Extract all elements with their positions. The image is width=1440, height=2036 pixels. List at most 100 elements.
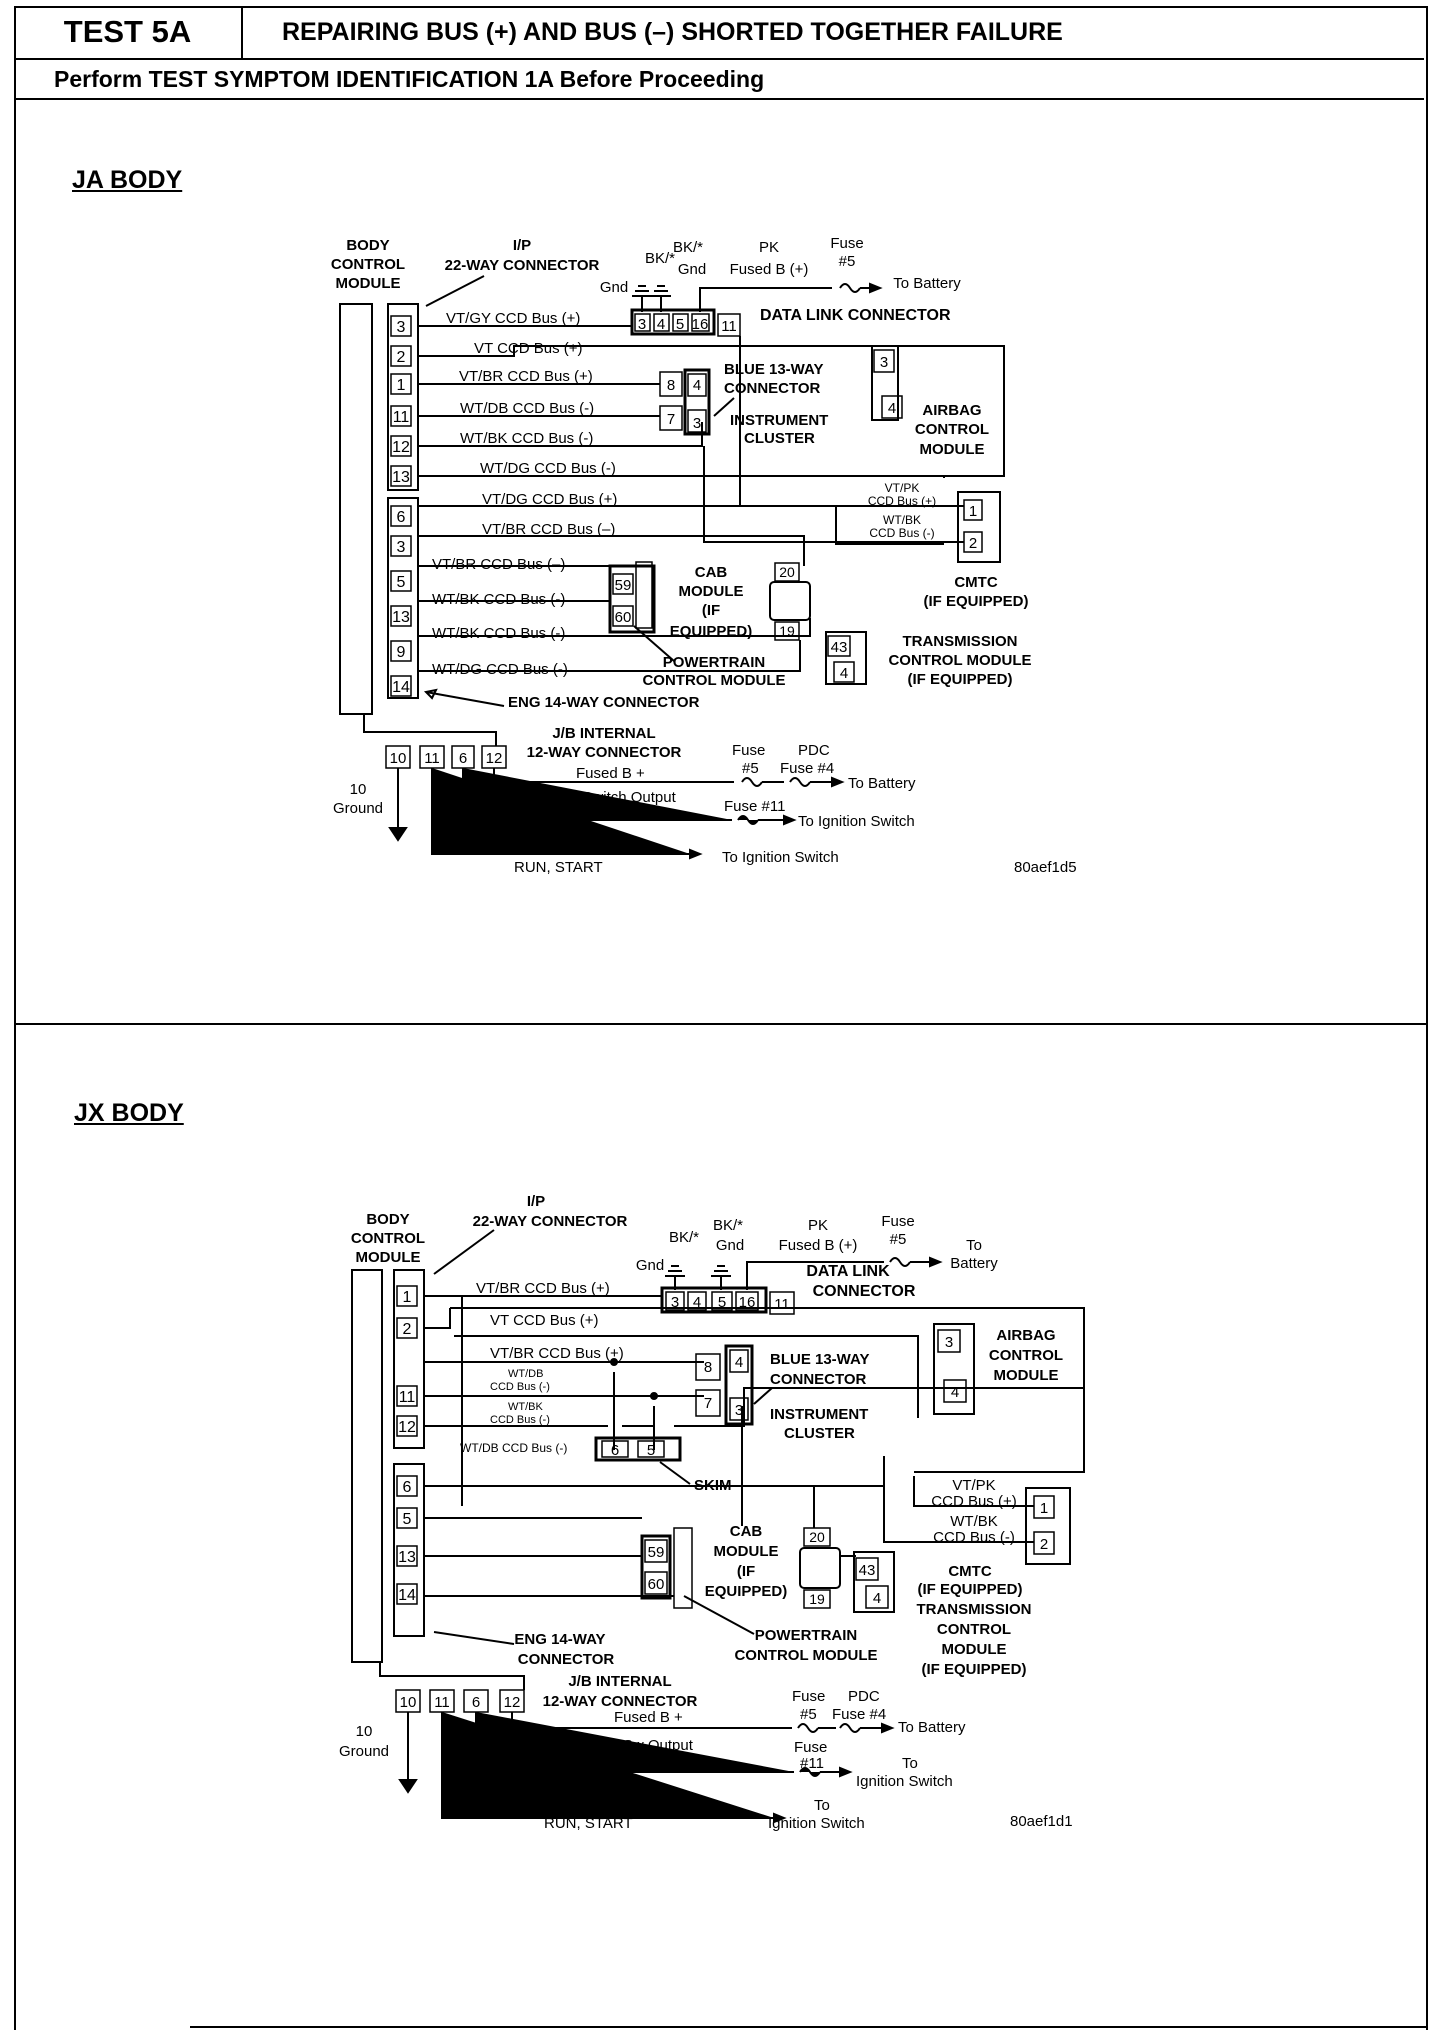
jx-ip-connector-bottom <box>393 1463 425 1637</box>
ja-airbag-pin: 4 <box>888 400 896 417</box>
ja-pcm-pointer <box>633 625 675 662</box>
ja-ign-output: RUN, START <box>514 859 603 876</box>
ja-fused-ign: Fused Ignition Switch Output <box>484 789 677 806</box>
ja-wire-label: WT/DG CCD Bus (-) <box>432 661 568 678</box>
jx-to-battery: To <box>966 1237 982 1254</box>
ja-to-ign: To Ignition Switch <box>722 849 839 866</box>
ja-blue-label: BLUE 13-WAY <box>724 361 823 378</box>
ja-cmtc-wire: WT/BK <box>883 513 921 527</box>
page-subtitle: Perform TEST SYMPTOM IDENTIFICATION 1A B… <box>54 66 765 92</box>
jx-jb-pin: 10 <box>400 1694 417 1711</box>
ja-wire-label: WT/BK CCD Bus (-) <box>432 591 565 608</box>
ja-blue-pointer <box>713 397 735 417</box>
jx-pcm-pointer <box>683 1595 755 1635</box>
jx-pk-label: Fused B (+) <box>779 1237 858 1254</box>
jx-cab-module <box>799 1547 841 1589</box>
ja-bcm-pin: 6 <box>397 509 406 526</box>
jx-wire-label: CCD Bus (-) <box>490 1414 550 1426</box>
jx-pcm-label: POWERTRAIN <box>755 1627 858 1644</box>
jx-blue-pointer <box>753 1387 773 1405</box>
jx-blue-pin: 8 <box>704 1359 712 1376</box>
jx-tcm-label: TRANSMISSION <box>916 1601 1031 1618</box>
ja-cmtc-pin: 2 <box>969 535 977 552</box>
ja-jb-pin: 11 <box>424 750 440 767</box>
ja-cmtc-label: CMTC <box>954 574 997 591</box>
jx-blue-connector <box>724 1344 754 1426</box>
jx-fuse-pdc: #5 <box>800 1706 817 1723</box>
jx-skim-pointer <box>659 1461 691 1485</box>
ja-cmtc-pin: 1 <box>969 503 977 520</box>
ja-eng-pointer <box>423 688 505 707</box>
ja-pcm-connector <box>608 564 656 634</box>
jx-eng-label: CONNECTOR <box>518 1651 615 1668</box>
ja-gnd-label: Gnd <box>678 261 706 278</box>
jx-bcm-label: BODY <box>366 1211 409 1228</box>
ja-wire-label: WT/BK CCD Bus (-) <box>432 625 565 642</box>
ja-bcm-pin: 13 <box>392 469 410 486</box>
jx-skim-pin: 6 <box>611 1442 619 1459</box>
ja-cmtc-wire: VT/PK <box>885 481 920 495</box>
jx-eng-pointer <box>433 1631 515 1645</box>
ja-ground-label: 10 <box>350 781 367 798</box>
jx-pcm-label: CONTROL MODULE <box>734 1647 877 1664</box>
jx-airbag-module <box>933 1323 975 1415</box>
ja-bcm-label: CONTROL <box>331 256 405 273</box>
ja-tcm <box>825 631 867 685</box>
ja-pcm-label: CONTROL MODULE <box>642 672 785 689</box>
jx-dlc-label: CONNECTOR <box>813 1283 916 1300</box>
jx-bcm-pin: 12 <box>398 1419 416 1436</box>
jx-fused-ign: OFF, RUN, START <box>554 1755 679 1772</box>
ja-cmtc-wire: CCD Bus (+) <box>868 494 936 508</box>
bottom-rule <box>190 2026 1426 2028</box>
jx-cab-pin: 19 <box>809 1591 825 1607</box>
ja-wire-label: VT/BR CCD Bus (+) <box>459 368 593 385</box>
jx-ground-icon <box>711 1265 731 1290</box>
jx-blue-label: BLUE 13-WAY <box>770 1351 869 1368</box>
ja-ip-connector-bottom <box>387 497 419 699</box>
jx-to-battery: Battery <box>950 1255 998 1272</box>
ja-ic-label: CLUSTER <box>744 430 815 447</box>
ja-wire-label: VT/GY CCD Bus (+) <box>446 310 580 327</box>
section-divider <box>14 1023 1426 1025</box>
jx-pk-label: PK <box>808 1217 828 1234</box>
jx-figure-id: 80aef1d1 <box>1010 1813 1073 1830</box>
jx-cab-label: MODULE <box>714 1543 779 1560</box>
ja-tcm-pin: 4 <box>840 665 848 682</box>
jx-wire-label: VT/BR CCD Bus (+) <box>490 1345 624 1362</box>
jx-ic-label: CLUSTER <box>784 1425 855 1442</box>
ja-fuse-11: Fuse #11 <box>724 798 785 815</box>
jx-tcm-label: MODULE <box>942 1641 1007 1658</box>
jx-gnd-label: Gnd <box>636 1257 664 1274</box>
ja-blue-label: CONNECTOR <box>724 380 821 397</box>
jx-to-ign: To <box>814 1797 830 1814</box>
jx-fuse-label: #5 <box>890 1231 907 1248</box>
ja-ic-label: INSTRUMENT <box>730 412 828 429</box>
ja-jb-label: J/B INTERNAL <box>552 725 655 742</box>
ja-wire-label: VT/DG CCD Bus (+) <box>482 491 617 508</box>
ja-cab-label: MODULE <box>679 583 744 600</box>
ja-wire-label: VT CCD Bus (+) <box>474 340 583 357</box>
ja-ip-connector-top <box>387 303 419 491</box>
jx-gnd-label: BK/* <box>669 1229 699 1246</box>
jx-tcm <box>853 1551 895 1613</box>
jx-airbag-label: AIRBAG <box>996 1327 1055 1344</box>
ja-cmtc-label: (IF EQUIPPED) <box>923 593 1028 610</box>
jx-skim-pin: 5 <box>647 1442 655 1459</box>
jx-cmtc-pin: 2 <box>1040 1536 1048 1553</box>
ja-ground-icon <box>651 285 671 312</box>
ja-bcm-pin: 14 <box>392 679 410 696</box>
jx-ip-label: I/P <box>527 1193 545 1210</box>
page-frame <box>14 6 1428 2030</box>
ja-ip-label: I/P <box>513 237 531 254</box>
ja-arrow-icon <box>869 282 883 294</box>
ja-bcm-pin: 1 <box>397 377 406 394</box>
ja-jb-pin: 6 <box>459 750 467 767</box>
ja-fuse-pdc: Fuse <box>732 742 765 759</box>
jx-tcm-label: CONTROL <box>937 1621 1011 1638</box>
jx-dlc-pin: 3 <box>671 1294 679 1311</box>
ja-tcm-label: (IF EQUIPPED) <box>907 671 1012 688</box>
jx-fused-ign: Fused Ign Sw Output <box>552 1737 694 1754</box>
jx-bcm-pin: 5 <box>403 1511 412 1528</box>
ja-cab-label: EQUIPPED) <box>670 623 753 640</box>
ja-fused-ign: OFF, RUN, START <box>524 806 649 823</box>
